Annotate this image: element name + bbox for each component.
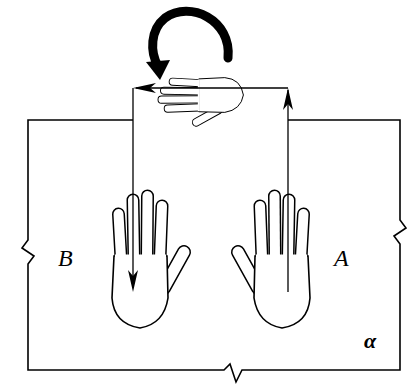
figure-label: A (334, 246, 349, 270)
hand-figure (162, 78, 244, 123)
hand-figure (238, 196, 310, 328)
direction-lines (133, 88, 288, 292)
hands (112, 78, 310, 328)
arrowheads (128, 83, 293, 292)
figure-label: B (58, 246, 73, 270)
hand-figure (112, 196, 184, 328)
plane-outline (22, 120, 406, 382)
figure-label: α (364, 330, 376, 352)
rotation-arrow (146, 11, 228, 80)
